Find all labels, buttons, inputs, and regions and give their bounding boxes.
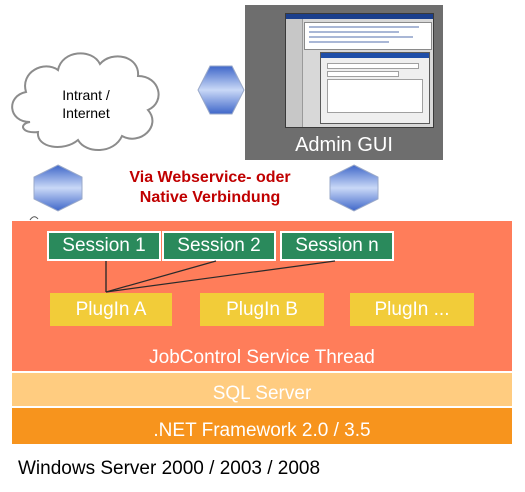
- cloud-admin-arrow: [197, 65, 245, 115]
- connection-label-line2: Native Verbindung: [139, 189, 281, 206]
- right-vertical-arrow: [329, 164, 379, 212]
- connection-label: Via Webservice- oder Native Verbindung: [95, 168, 325, 208]
- screenshot-list: [304, 22, 432, 50]
- session-1-box: Session 1: [47, 231, 161, 261]
- cloud-label: Intrant / Internet: [30, 86, 142, 122]
- screenshot-sidebar: [286, 19, 303, 127]
- dotnet-framework-block: [12, 408, 512, 444]
- screenshot-dialog-title: [321, 53, 429, 58]
- admin-gui-label: Admin GUI: [295, 134, 393, 156]
- screenshot-field: [327, 71, 399, 77]
- plugin-more-box: PlugIn ...: [350, 293, 474, 326]
- thread-block-tick: [29, 216, 39, 221]
- screenshot-dialog: [320, 52, 430, 124]
- connection-label-line1: Via Webservice- oder: [129, 169, 291, 186]
- admin-gui-screenshot: [285, 13, 434, 128]
- dotnet-framework-label: .NET Framework 2.0 / 3.5: [153, 420, 371, 441]
- cloud-label-line2: Internet: [62, 105, 110, 121]
- session-n-box: Session n: [280, 231, 394, 261]
- cloud-label-line1: Intrant /: [62, 87, 110, 103]
- screenshot-field: [327, 63, 419, 69]
- screenshot-titlebar: [286, 14, 433, 19]
- screenshot-row: [309, 31, 399, 33]
- plugin-b-box: PlugIn B: [200, 293, 324, 326]
- sql-server-label: SQL Server: [212, 383, 312, 404]
- service-thread-label: JobControl Service Thread: [149, 347, 375, 368]
- left-vertical-arrow: [33, 164, 83, 212]
- screenshot-row: [309, 26, 419, 28]
- screenshot-field: [327, 79, 423, 113]
- plugin-a-box: PlugIn A: [50, 293, 172, 326]
- sql-server-block: [12, 373, 512, 406]
- os-label: Windows Server 2000 / 2003 / 2008: [18, 458, 321, 479]
- session-2-box: Session 2: [162, 231, 276, 261]
- screenshot-row: [309, 36, 413, 38]
- cloud-shape: [11, 52, 160, 151]
- screenshot-row: [309, 41, 389, 43]
